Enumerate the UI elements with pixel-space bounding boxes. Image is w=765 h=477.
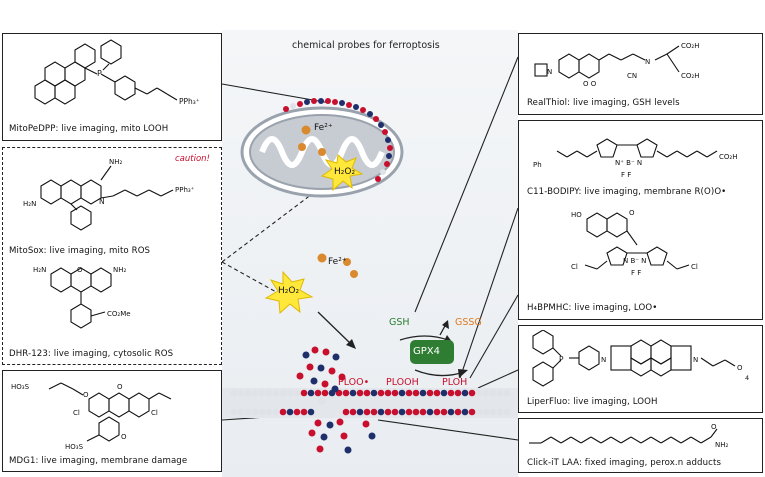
svg-text:N: N [645, 58, 650, 66]
svg-text:CO₂H: CO₂H [681, 72, 699, 80]
svg-text:NH₂: NH₂ [715, 441, 729, 449]
svg-text:F F: F F [631, 269, 641, 277]
structure-c11-bodipy: Ph N⁺ B⁻ N F F CO₂H [533, 138, 737, 179]
svg-text:H₂N: H₂N [33, 266, 46, 274]
svg-text:H₂N: H₂N [23, 200, 36, 208]
fe-free-label: Fe²⁺ [328, 257, 347, 267]
connector-liperfluo [477, 369, 519, 389]
gpx4-label: GPX4 [413, 346, 440, 357]
svg-text:Cl: Cl [691, 263, 698, 271]
probe-label-mitopedpp: MitoPeDPP: live imaging, mito LOOH [9, 124, 169, 134]
svg-text:4: 4 [745, 374, 749, 382]
structure-h4bpmhc: HO O Cl Cl N B⁻ N F F [571, 209, 698, 277]
gssg-label: GSSG [455, 317, 482, 328]
mito-membrane-beads [283, 98, 393, 182]
figure-title: chemical probes for ferroptosis [292, 40, 440, 51]
svg-text:Ph: Ph [533, 161, 542, 169]
svg-text:CN: CN [627, 72, 637, 80]
svg-text:N⁺ B⁻ N: N⁺ B⁻ N [615, 159, 642, 167]
svg-text:O: O [83, 391, 89, 399]
ploo-label: PLOO• [338, 377, 370, 388]
ploh-label: PLOH [442, 377, 468, 388]
svg-text:P: P [97, 69, 102, 78]
probe-label-mdg1: MDG1: live imaging, membrane damage [9, 456, 188, 466]
fe-ball [298, 143, 306, 151]
svg-text:N: N [99, 197, 105, 206]
fe-ball [317, 253, 327, 263]
svg-text:N: N [693, 356, 698, 364]
svg-text:F F: F F [621, 171, 631, 179]
svg-text:HO: HO [571, 211, 582, 219]
svg-text:Cl: Cl [151, 409, 158, 417]
svg-text:O O: O O [583, 80, 597, 88]
structure-liperfluo: P N N O 4 [532, 330, 749, 387]
probe-box-clickit: O NH₂ Click-iT LAA: fixed imaging, perox… [518, 418, 763, 473]
svg-text:O: O [117, 383, 123, 391]
plooh-label: PLOOH [386, 377, 419, 388]
svg-text:N: N [547, 68, 552, 76]
svg-text:HO₃S: HO₃S [11, 383, 30, 391]
fe-ball [301, 125, 311, 135]
svg-text:Cl: Cl [73, 409, 80, 417]
structure-click-it-laa: O NH₂ [529, 423, 729, 449]
fe-ball [343, 258, 351, 266]
probe-label-c11-bodipy: C11-BODIPY: live imaging, membrane R(O)O… [527, 187, 727, 197]
svg-text:O: O [77, 266, 83, 274]
fe-ball [350, 270, 358, 278]
probe-label-h4bpmhc: H₄BPMHC: live imaging, LOO• [527, 303, 658, 313]
probe-box-mdg1: HO₃S O Cl Cl O O HO₃S MDG1: live imaging… [2, 370, 222, 472]
connector-mitosox [221, 187, 321, 263]
connector-c11 [459, 207, 519, 379]
svg-text:PPh₃⁺: PPh₃⁺ [175, 186, 195, 194]
probe-box-bodipy: Ph N⁺ B⁻ N F F CO₂H C11-BODIPY: live ima… [518, 120, 763, 320]
structure-mdg1: HO₃S O Cl Cl O O HO₃S [11, 382, 172, 451]
probe-label-liperfluo: LiperFluo: live imaging, LOOH [527, 397, 658, 407]
svg-text:Cl: Cl [571, 263, 578, 271]
svg-text:O: O [711, 423, 717, 431]
svg-text:CO₂Me: CO₂Me [107, 310, 131, 318]
svg-text:NH₂: NH₂ [113, 266, 127, 274]
svg-text:P: P [559, 355, 564, 364]
svg-text:O: O [629, 209, 635, 217]
plasma-membrane [222, 388, 518, 418]
h2o2-burst-mito [320, 154, 364, 192]
gpx4-box [410, 340, 454, 364]
membrane-top-row [230, 389, 511, 397]
connector-dhr [221, 261, 279, 294]
svg-text:N B⁻ N: N B⁻ N [623, 257, 646, 265]
connector-clickit [377, 419, 519, 441]
gsh-label: GSH [389, 317, 410, 328]
svg-text:O: O [121, 433, 127, 441]
probe-box-ros: caution! NH₂ H₂N N PPh₃⁺ MitoSox: live i… [2, 147, 222, 365]
damaged-lipid-cluster [296, 346, 376, 454]
fe-ball [318, 148, 326, 156]
h2o2-burst-free [264, 270, 314, 315]
svg-text:CO₂H: CO₂H [719, 153, 737, 161]
structure-realthiol: N O O CN N CO₂H CO₂H [534, 42, 699, 88]
svg-text:NH₂: NH₂ [109, 158, 123, 166]
h2o2-free-label: H₂O₂ [278, 286, 300, 296]
probe-box-mitopedpp: P PPh₃⁺ MitoPeDPP: live imaging, mito LO… [2, 33, 222, 141]
svg-text:HO₃S: HO₃S [65, 443, 84, 451]
probe-box-realthiol: N O O CN N CO₂H CO₂H RealThiol: live ima… [518, 33, 763, 115]
h2o2-mito-label: H₂O₂ [334, 167, 356, 177]
membrane-bottom-row [230, 408, 511, 416]
connector-h4bpmhc [469, 294, 519, 379]
structure-mitosox: NH₂ H₂N N PPh₃⁺ [23, 158, 195, 231]
structure-dhr123: H₂N NH₂ O CO₂Me [33, 266, 131, 329]
caution-label: caution! [175, 154, 210, 164]
fe-mito-label: Fe²⁺ [314, 123, 333, 133]
probe-label-realthiol: RealThiol: live imaging, GSH levels [527, 98, 680, 108]
svg-text:PPh₃⁺: PPh₃⁺ [179, 97, 200, 106]
svg-text:CO₂H: CO₂H [681, 42, 699, 50]
connector-realthiol [414, 56, 519, 313]
probe-box-liperfluo: P N N O 4 LiperFluo: live imaging, LOOH [518, 325, 763, 413]
svg-text:O: O [737, 364, 743, 372]
probe-label-click-it: Click-iT LAA: fixed imaging, perox.n add… [527, 458, 722, 468]
structure-mitopedpp: P PPh₃⁺ [34, 39, 200, 106]
probe-label-mitosox: MitoSox: live imaging, mito ROS [9, 246, 151, 256]
probe-label-dhr123: DHR-123: live imaging, cytosolic ROS [9, 349, 174, 359]
svg-text:N: N [601, 356, 606, 364]
